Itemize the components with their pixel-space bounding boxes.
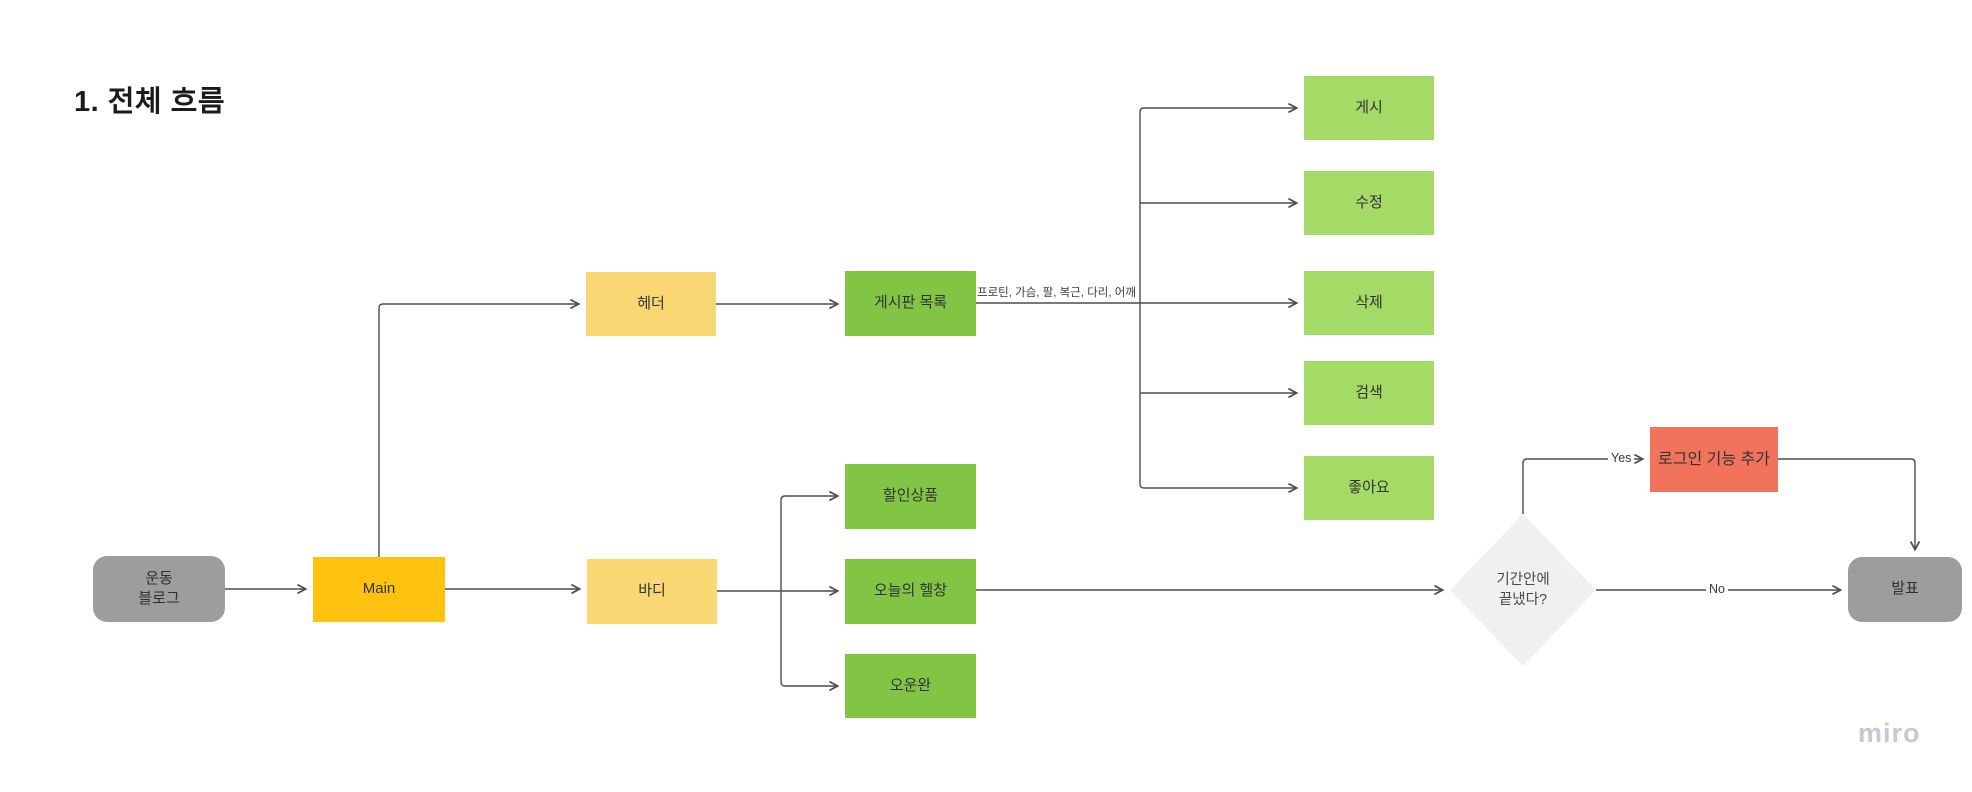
- edge-branch-post: [1139, 102, 1299, 303]
- edge-login-presentation: [1778, 458, 1921, 552]
- node-deadline-decision-label[interactable]: 기간안에 끝냈다?: [1496, 572, 1550, 608]
- edge-decision-login-yes: [1522, 453, 1645, 514]
- node-post[interactable]: 게시: [1304, 76, 1434, 140]
- node-delete[interactable]: 삭제: [1304, 271, 1434, 335]
- node-like[interactable]: 좋아요: [1304, 456, 1434, 520]
- miro-logo: miro: [1858, 718, 1921, 748]
- edge-branch-sale: [780, 490, 840, 591]
- edge-branch-like: [1139, 303, 1299, 494]
- no-label: No: [1706, 583, 1728, 596]
- board-categories-note[interactable]: 프로틴, 가슴, 팔, 복근, 다리, 어깨: [977, 287, 1136, 299]
- node-add-login[interactable]: 로그인 기능 추가: [1650, 427, 1778, 492]
- decision-diamond[interactable]: [1450, 514, 1596, 666]
- node-search[interactable]: 검색: [1304, 361, 1434, 425]
- node-main[interactable]: Main: [313, 557, 445, 622]
- node-header[interactable]: 헤더: [586, 272, 716, 336]
- node-workout-done[interactable]: 오운완: [845, 654, 976, 718]
- node-edit[interactable]: 수정: [1304, 171, 1434, 235]
- edge-main-header: [378, 298, 581, 557]
- node-body[interactable]: 바디: [587, 559, 717, 624]
- node-sale-items[interactable]: 할인상품: [845, 464, 976, 529]
- node-presentation[interactable]: 발표: [1848, 557, 1962, 622]
- edge-branch-workoutdone: [780, 591, 840, 692]
- node-board-list[interactable]: 게시판 목록: [845, 271, 976, 336]
- node-today-lifter[interactable]: 오늘의 헬창: [845, 559, 976, 624]
- node-start-exercise-blog[interactable]: 운동 블로그: [93, 556, 225, 622]
- page-title[interactable]: 1. 전체 흐름: [74, 86, 226, 118]
- yes-label: Yes: [1608, 452, 1635, 465]
